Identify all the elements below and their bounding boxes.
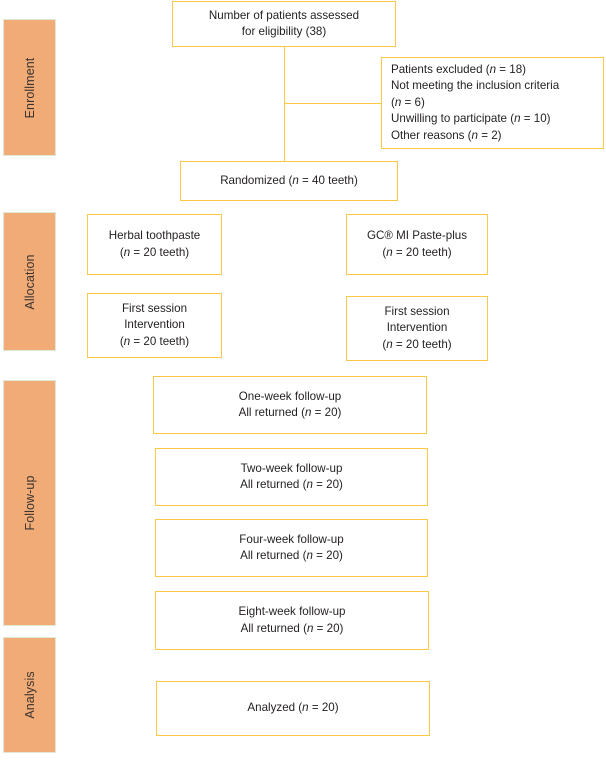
box-analyzed: Analyzed (n = 20) bbox=[156, 681, 430, 736]
excluded-line-2: Not meeting the inclusion criteria bbox=[391, 79, 560, 93]
arm-right-line-1: GC® MI Paste-plus bbox=[366, 229, 468, 243]
followup-8-line-1: Eight-week follow-up bbox=[238, 605, 346, 619]
phase-bar-analysis: Analysis bbox=[3, 637, 56, 753]
intervention-left-line-3: (n = 20 teeth) bbox=[119, 334, 190, 348]
excluded-line-5: Other reasons (n = 2) bbox=[391, 128, 502, 142]
arm-left-line-1: Herbal toothpaste bbox=[108, 229, 201, 243]
assessed-line-2: for eligibility (38) bbox=[241, 25, 327, 38]
excluded-line-1: Patients excluded (n = 18) bbox=[391, 62, 527, 76]
phase-label-analysis: Analysis bbox=[22, 671, 37, 719]
analyzed-text: Analyzed (n = 20) bbox=[247, 701, 339, 715]
intervention-right-line-2: Intervention bbox=[386, 321, 448, 335]
phase-bar-followup: Follow-up bbox=[3, 380, 56, 626]
phase-label-enrollment: Enrollment bbox=[22, 57, 37, 118]
box-randomized: Randomized (n = 40 teeth) bbox=[180, 161, 398, 201]
intervention-left-line-1: First session bbox=[121, 301, 188, 315]
box-arm-gc-mi-paste-plus: GC® MI Paste-plus (n = 20 teeth) bbox=[346, 214, 488, 275]
arm-left-line-2: (n = 20 teeth) bbox=[119, 245, 190, 259]
box-arm-herbal-toothpaste: Herbal toothpaste (n = 20 teeth) bbox=[87, 214, 222, 275]
phase-bar-enrollment: Enrollment bbox=[3, 19, 56, 156]
intervention-right-line-1: First session bbox=[384, 304, 450, 318]
followup-4-line-1: Four-week follow-up bbox=[239, 532, 344, 546]
intervention-left-line-2: Intervention bbox=[124, 318, 185, 332]
box-intervention-left: First session Intervention (n = 20 teeth… bbox=[87, 293, 222, 358]
arm-right-line-2: (n = 20 teeth) bbox=[382, 245, 452, 259]
box-assessed-for-eligibility: Number of patients assessed for eligibil… bbox=[172, 1, 396, 47]
followup-1-line-2: All returned (n = 20) bbox=[238, 406, 342, 419]
box-intervention-right: First session Intervention (n = 20 teeth… bbox=[346, 296, 488, 361]
excluded-line-3: (n = 6) bbox=[391, 95, 425, 109]
phase-label-followup: Follow-up bbox=[22, 475, 37, 531]
followup-2-line-1: Two-week follow-up bbox=[240, 461, 343, 475]
followup-2-line-2: All returned (n = 20) bbox=[240, 478, 343, 491]
excluded-line-4: Unwilling to participate (n = 10) bbox=[391, 112, 551, 126]
connector-trunk-to-excluded bbox=[284, 103, 382, 105]
assessed-line-1: Number of patients assessed bbox=[208, 8, 360, 22]
box-followup-eight-week: Eight-week follow-up All returned (n = 2… bbox=[155, 591, 429, 650]
followup-8-line-2: All returned (n = 20) bbox=[240, 621, 344, 635]
intervention-right-line-3: (n = 20 teeth) bbox=[382, 337, 452, 351]
phase-bar-allocation: Allocation bbox=[3, 212, 56, 351]
phase-label-allocation: Allocation bbox=[22, 253, 37, 310]
randomized-text: Randomized (n = 40 teeth) bbox=[220, 173, 358, 187]
box-followup-two-week: Two-week follow-up All returned (n = 20) bbox=[155, 448, 428, 506]
followup-1-line-1: One-week follow-up bbox=[238, 389, 342, 403]
followup-4-line-2: All returned (n = 20) bbox=[240, 549, 343, 562]
box-followup-one-week: One-week follow-up All returned (n = 20) bbox=[153, 376, 427, 434]
box-followup-four-week: Four-week follow-up All returned (n = 20… bbox=[155, 519, 428, 577]
box-patients-excluded: Patients excluded (n = 18) Not meeting t… bbox=[381, 57, 604, 149]
